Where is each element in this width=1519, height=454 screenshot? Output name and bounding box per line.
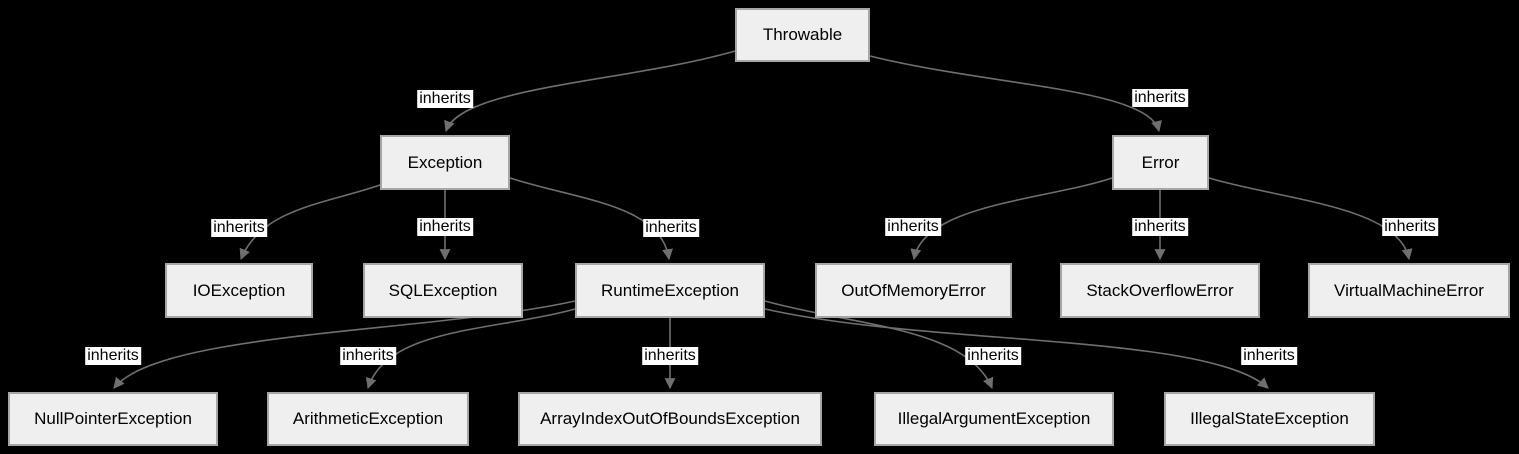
edge-label-error-to-stack-overflow-error: inherits — [1132, 218, 1188, 236]
edge-label-runtime-exception-to-illegal-state-exception: inherits — [1241, 347, 1297, 365]
node-stack-overflow-error: StackOverflowError — [1060, 263, 1260, 318]
edge-label-throwable-to-exception: inherits — [417, 90, 473, 108]
edge-throwable-to-exception — [444, 50, 736, 133]
edge-exception-to-runtime-exception — [509, 177, 674, 261]
edge-label-throwable-to-error: inherits — [1132, 89, 1188, 107]
edge-label-runtime-exception-to-array-index-out-of-bounds-exception: inherits — [642, 347, 698, 365]
node-sql-exception: SQLException — [363, 263, 523, 318]
node-virtual-machine-error: VirtualMachineError — [1308, 263, 1510, 318]
edge-label-exception-to-io-exception: inherits — [211, 219, 267, 237]
edge-runtime-exception-to-illegal-state-exception — [764, 308, 1269, 389]
node-error: Error — [1112, 135, 1209, 190]
edge-label-error-to-out-of-memory-error: inherits — [885, 218, 941, 236]
node-illegal-state-exception: IllegalStateException — [1164, 392, 1375, 446]
node-runtime-exception: RuntimeException — [575, 263, 765, 318]
node-illegal-argument-exception: IllegalArgumentException — [874, 392, 1114, 446]
edge-label-runtime-exception-to-illegal-argument-exception: inherits — [965, 347, 1021, 365]
node-arithmetic-exception: ArithmeticException — [267, 392, 469, 446]
edge-label-error-to-virtual-machine-error: inherits — [1382, 218, 1438, 236]
edge-label-runtime-exception-to-arithmetic-exception: inherits — [340, 347, 396, 365]
node-out-of-memory-error: OutOfMemoryError — [815, 263, 1012, 318]
edge-runtime-exception-to-arithmetic-exception — [365, 308, 576, 390]
node-throwable: Throwable — [735, 8, 870, 62]
edge-exception-to-io-exception — [239, 184, 381, 261]
node-null-pointer-exception: NullPointerException — [8, 392, 218, 446]
node-array-index-out-of-bounds-exception: ArrayIndexOutOfBoundsException — [518, 392, 822, 446]
edge-label-exception-to-runtime-exception: inherits — [643, 219, 699, 237]
edge-throwable-to-error — [869, 55, 1162, 133]
edge-runtime-exception-to-illegal-argument-exception — [764, 300, 994, 390]
edge-label-runtime-exception-to-null-pointer-exception: inherits — [85, 347, 141, 365]
node-io-exception: IOException — [165, 263, 313, 318]
node-exception: Exception — [380, 135, 510, 190]
edge-label-exception-to-sql-exception: inherits — [417, 218, 473, 236]
edge-error-to-out-of-memory-error — [910, 177, 1113, 261]
edge-error-to-virtual-machine-error — [1208, 177, 1413, 261]
